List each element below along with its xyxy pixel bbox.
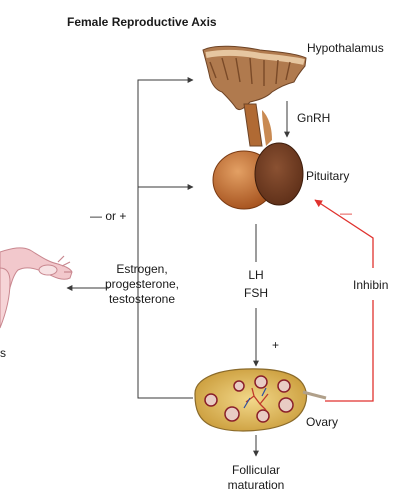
ovary-label: Ovary [306,415,339,429]
fsh-label: FSH [244,286,268,300]
steroids-line-3: testosterone [108,292,176,306]
ovary-illustration [194,368,327,432]
partial-target-label: s [0,346,6,360]
feedback-sign-label: — or + [90,209,127,223]
inhibin-sign-label: — [340,206,352,220]
follicular-line-2: maturation [227,478,285,492]
plus-sign-label: + [272,338,280,352]
steroid-feedback-lines [66,77,194,399]
gnrh-label: GnRH [297,111,331,125]
steroids-line-1: Estrogen, [116,262,168,276]
inhibin-label: Inhibin [353,278,389,292]
pituitary-illustration [212,142,304,210]
pituitary-label: Pituitary [306,169,350,183]
uterus-illustration [0,247,73,329]
inhibin-arrow [314,199,374,268]
hypothalamus-label: Hypothalamus [307,41,384,55]
steroids-line-2: progesterone, [104,277,180,291]
inhibin-line-lower [325,300,374,402]
lh-label: LH [248,268,264,282]
follicular-line-1: Follicular [231,463,280,477]
hypothalamus-illustration [202,45,307,147]
diagram-title: Female Reproductive Axis [67,15,217,29]
